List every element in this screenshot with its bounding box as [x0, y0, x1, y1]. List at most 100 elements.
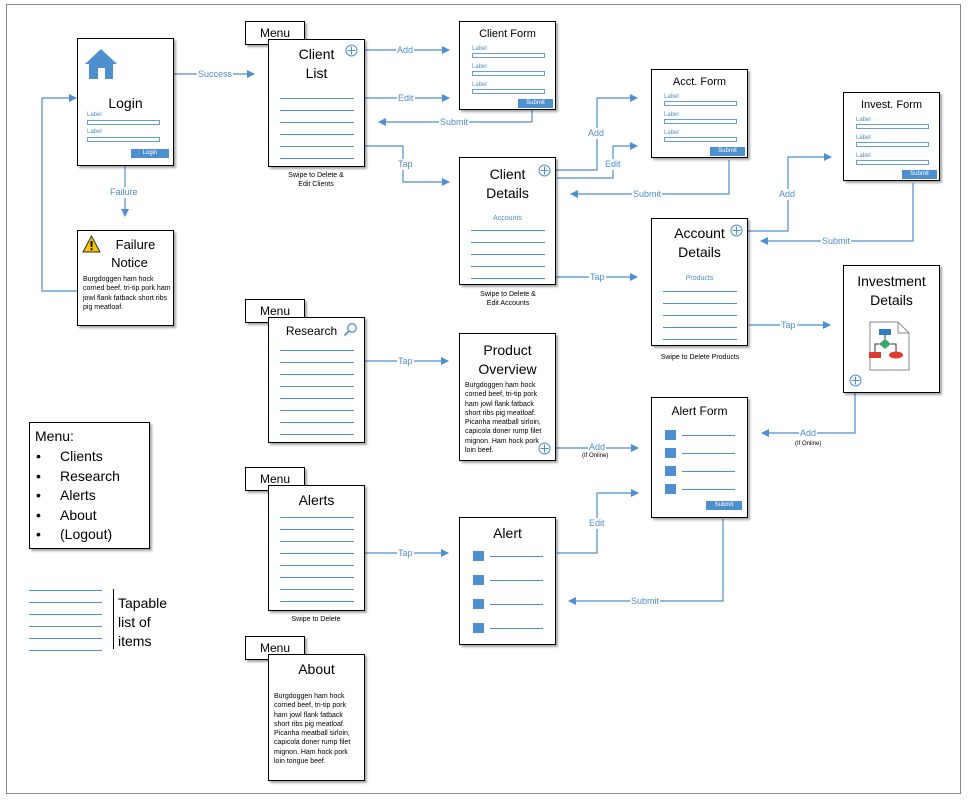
- investment-details-screen: Investment Details: [843, 265, 940, 393]
- about-text: Burgdoggen ham hock corned beef, tri-tip…: [274, 693, 351, 766]
- account-details-product-list[interactable]: [663, 291, 737, 351]
- alerts-note: Swipe to Delete: [291, 616, 341, 623]
- acct-form-input-2[interactable]: [664, 119, 737, 124]
- research-items[interactable]: [280, 350, 354, 446]
- flowchart-document-icon: [869, 321, 910, 371]
- label-tap-accountdetails: Tap: [780, 320, 797, 331]
- alert-item-marker: [473, 575, 484, 585]
- add-client-icon[interactable]: [345, 44, 358, 57]
- label-edit-account: Edit: [604, 159, 622, 170]
- invest-form-input-1[interactable]: [856, 124, 929, 129]
- alert-item-line: [490, 556, 543, 557]
- login-label-1: Label: [87, 112, 102, 118]
- client-form-label-3: Label: [472, 82, 487, 88]
- invest-form-submit-button[interactable]: Submit: [902, 170, 937, 179]
- invest-form-input-2[interactable]: [856, 142, 929, 147]
- client-form-input-1[interactable]: [472, 53, 545, 58]
- label-tap-research: Tap: [397, 356, 414, 367]
- failure-text: Burgdoggen ham hock corned beef, tri-tip…: [83, 276, 171, 311]
- add-alert-product-icon[interactable]: [538, 442, 551, 455]
- alerts-screen: Alerts: [268, 485, 365, 611]
- alert-item-line: [490, 580, 543, 581]
- alert-form-option-line: [682, 435, 735, 436]
- client-form-submit-button[interactable]: Submit: [518, 99, 553, 108]
- login-label-2: Label: [87, 129, 102, 135]
- alert-form-checkbox[interactable]: [665, 430, 676, 440]
- login-screen: Login Label Label Login: [77, 38, 174, 166]
- acct-form-input-3[interactable]: [664, 137, 737, 142]
- add-alert-icon[interactable]: [849, 374, 862, 387]
- client-list-items[interactable]: [280, 98, 354, 170]
- menu-legend: Menu: Clients Research Alerts About (Log…: [29, 422, 150, 549]
- label-submit-alert: Submit: [630, 596, 661, 607]
- product-overview-title-1: Product: [483, 342, 532, 358]
- client-form-label-1: Label: [472, 46, 487, 52]
- alert-form-option-line: [682, 489, 735, 490]
- invest-form-screen: Invest. Form Label Label Label Submit: [843, 92, 940, 181]
- account-details-screen: Account Details Products: [651, 218, 748, 346]
- client-details-screen: Client Details Accounts: [459, 157, 556, 285]
- alert-form-checkbox[interactable]: [665, 484, 676, 494]
- alerts-items[interactable]: [280, 517, 354, 613]
- client-form-input-3[interactable]: [472, 89, 545, 94]
- client-details-note-2: Edit Accounts: [486, 300, 530, 307]
- edge-investment-add: [761, 391, 856, 437]
- alert-form-submit-button[interactable]: Submit: [706, 501, 742, 510]
- login-button[interactable]: Login: [131, 149, 169, 158]
- investment-details-title-1: Investment: [857, 273, 926, 289]
- alert-form-option-line: [682, 471, 735, 472]
- menu-item-alerts[interactable]: Alerts: [36, 486, 120, 506]
- client-form-title: Client Form: [479, 28, 536, 40]
- login-input-1[interactable]: [87, 120, 160, 125]
- acct-form-title: Acct. Form: [672, 76, 727, 88]
- invest-form-label-3: Label: [856, 153, 871, 159]
- edge-alertform-submit: [568, 519, 724, 605]
- menu-item-about[interactable]: About: [36, 506, 120, 526]
- label-add-investment: Add: [799, 428, 818, 439]
- label-submit-invest: Submit: [821, 236, 852, 247]
- alert-form-checkbox[interactable]: [665, 466, 676, 476]
- label-if-online-product: (If Online): [582, 453, 609, 459]
- home-icon: [85, 49, 117, 79]
- add-account-icon[interactable]: [538, 164, 551, 177]
- client-details-account-list[interactable]: [471, 230, 545, 290]
- invest-form-input-3[interactable]: [856, 160, 929, 165]
- research-screen: Research: [268, 317, 365, 443]
- label-success: Success: [197, 69, 234, 80]
- menu-legend-title: Menu:: [35, 428, 74, 444]
- menu-item-clients[interactable]: Clients: [36, 447, 120, 467]
- search-icon[interactable]: [343, 322, 358, 337]
- acct-form-input-1[interactable]: [664, 101, 737, 106]
- client-details-accounts-label: Accounts: [493, 215, 522, 222]
- label-tap-alerts: Tap: [397, 548, 414, 559]
- menu-item-research[interactable]: Research: [36, 467, 120, 487]
- client-list-title-2: List: [305, 65, 328, 81]
- label-add-invest: Add: [778, 189, 797, 200]
- client-form-input-2[interactable]: [472, 71, 545, 76]
- product-overview-text: Burgdoggen ham hock corned beef, tri-tip…: [465, 382, 542, 455]
- label-submit-acct: Submit: [632, 189, 663, 200]
- alert-item-marker: [473, 599, 484, 609]
- invest-form-label-1: Label: [856, 117, 871, 123]
- alert-form-checkbox[interactable]: [665, 448, 676, 458]
- about-title: About: [298, 661, 335, 677]
- list-legend-text-1: Tapable: [118, 595, 168, 611]
- acct-form-label-2: Label: [664, 112, 679, 118]
- product-overview-screen: Product Overview Burgdoggen ham hock cor…: [459, 333, 556, 461]
- account-details-title-1: Account: [674, 225, 725, 241]
- add-investment-icon[interactable]: [730, 224, 743, 237]
- menu-item-logout[interactable]: (Logout): [36, 525, 120, 545]
- label-add-client: Add: [396, 45, 415, 56]
- product-overview-title-2: Overview: [478, 361, 537, 377]
- invest-form-label-2: Label: [856, 135, 871, 141]
- failure-title-2: Notice: [111, 255, 148, 270]
- menu-legend-list: Clients Research Alerts About (Logout): [36, 447, 120, 545]
- edge-clientform-submit: [378, 110, 533, 126]
- label-submit-client: Submit: [439, 117, 470, 128]
- acct-form-submit-button[interactable]: Submit: [710, 147, 745, 156]
- login-input-2[interactable]: [87, 137, 160, 142]
- client-details-title-1: Client: [489, 166, 526, 182]
- edge-investform-submit: [760, 183, 914, 245]
- label-if-online-investment: (If Online): [795, 441, 822, 447]
